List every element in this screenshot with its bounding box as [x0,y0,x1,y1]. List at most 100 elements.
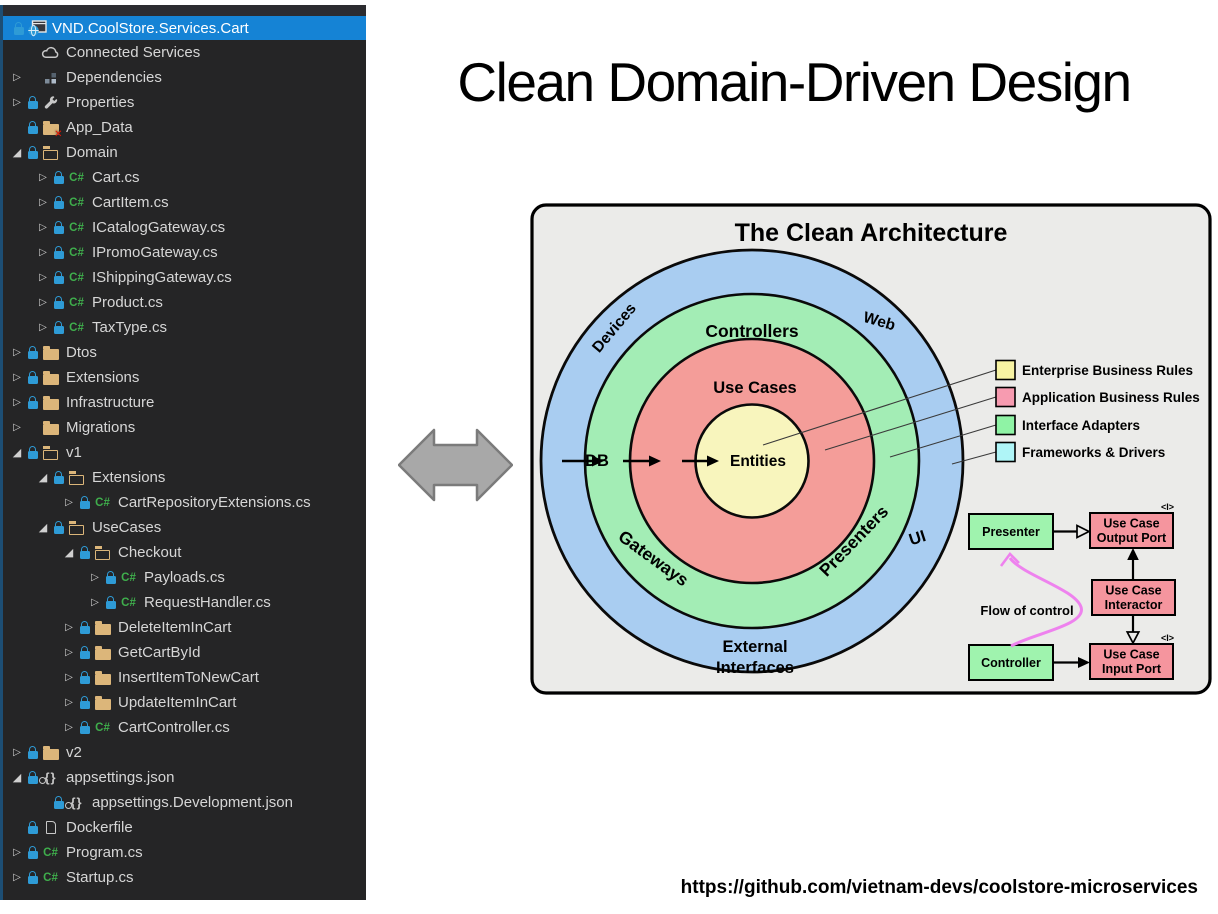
collapse-arrow-icon[interactable]: ◢ [12,446,22,459]
legend-swatch-enterprise [995,359,1016,381]
lock-icon [77,546,92,559]
folder-open-icon [69,520,84,535]
json-file-icon: {} [65,795,83,810]
interface-glyph-input: <I> [1161,633,1174,643]
collapse-arrow-icon[interactable]: ◢ [38,471,48,484]
collapse-arrow-icon[interactable]: ◢ [12,771,22,784]
expand-arrow-icon[interactable]: ▷ [39,247,47,258]
tree-item-label: Extensions [92,469,166,486]
tree-item-ishippinggateway-cs[interactable]: ▷C#IShippingGateway.cs [3,265,366,290]
folder-icon [42,370,59,385]
lock-icon [77,721,92,734]
collapse-arrow-icon[interactable]: ◢ [38,521,48,534]
expand-arrow-icon[interactable]: ▷ [13,747,21,758]
expand-arrow-icon[interactable]: ▷ [65,622,73,633]
tree-item-updateitemincart[interactable]: ▷UpdateItemInCart [3,690,366,715]
lock-icon [25,371,40,384]
tree-item-label: Properties [66,94,135,111]
expand-arrow-icon[interactable]: ▷ [65,497,73,508]
expand-arrow-icon[interactable]: ▷ [39,197,47,208]
tree-item-app-data[interactable]: App_Data [3,115,366,140]
tree-item-extensions[interactable]: ▷Extensions [3,365,366,390]
diagram-title: The Clean Architecture [735,219,1008,247]
dependencies-icon [44,72,56,83]
tree-item-icataloggateway-cs[interactable]: ▷C#ICatalogGateway.cs [3,215,366,240]
tree-item-insertitemtonewcart[interactable]: ▷InsertItemToNewCart [3,665,366,690]
csharp-icon-slot: C# [66,272,87,284]
expand-arrow-icon[interactable]: ▷ [65,647,73,658]
tree-item-label: Connected Services [66,44,201,61]
clean-architecture-diagram: The Clean Architecture Controllers Use C… [530,203,1212,695]
tree-item-cartcontroller-cs[interactable]: ▷C#CartController.cs [3,715,366,740]
tree-item-cart-cs[interactable]: ▷C#Cart.cs [3,165,366,190]
expand-arrow-icon[interactable]: ▷ [65,697,73,708]
legend-label-enterprise: Enterprise Business Rules [1022,363,1193,378]
lock-icon [51,171,66,184]
tree-item-appsettings-development-json[interactable]: {}appsettings.Development.json [3,790,366,815]
expand-arrow-icon[interactable]: ▷ [39,322,47,333]
tree-item-usecases[interactable]: ◢UseCases [3,515,366,540]
folder-icon-slot [40,345,61,360]
expand-arrow-icon[interactable]: ▷ [13,97,21,108]
tree-item-connected-services[interactable]: Connected Services [3,40,366,65]
tree-item-startup-cs[interactable]: ▷C#Startup.cs [3,865,366,890]
legend: Enterprise Business Rules Application Bu… [995,359,1200,463]
expand-arrow-icon[interactable]: ▷ [65,722,73,733]
expand-arrow-icon[interactable]: ▷ [39,297,47,308]
tree-item-vnd-coolstore-services-cart[interactable]: VND.CoolStore.Services.Cart [3,16,366,40]
tree-item-getcartbyid[interactable]: ▷GetCartById [3,640,366,665]
folder-open-icon-slot [66,520,87,535]
expand-arrow-icon[interactable]: ▷ [39,172,47,183]
expand-arrow-icon[interactable]: ▷ [65,672,73,683]
use-case-interactor-box [1091,579,1176,616]
tree-item-checkout[interactable]: ◢Checkout [3,540,366,565]
tree-item-product-cs[interactable]: ▷C#Product.cs [3,290,366,315]
folder-icon-slot [40,370,61,385]
folder-icon [94,620,111,635]
tree-item-domain[interactable]: ◢Domain [3,140,366,165]
expand-arrow-icon[interactable]: ▷ [13,72,21,83]
expand-arrow-icon[interactable]: ▷ [39,222,47,233]
interactor-label-1: Use Case [1105,584,1161,598]
csharp-file-icon: C# [69,271,84,284]
expand-arrow-icon[interactable]: ▷ [91,597,99,608]
expand-arrow-icon[interactable]: ▷ [13,397,21,408]
tree-item-extensions[interactable]: ◢ Extensions [3,465,366,490]
tree-item-program-cs[interactable]: ▷C#Program.cs [3,840,366,865]
csharp-file-icon: C# [69,171,84,184]
tree-item-deleteitemincart[interactable]: ▷DeleteItemInCart [3,615,366,640]
tree-item-taxtype-cs[interactable]: ▷C#TaxType.cs [3,315,366,340]
folder-icon-slot [40,420,61,435]
csharp-file-icon: C# [95,496,110,509]
tree-item-appsettings-json[interactable]: ◢{}appsettings.json [3,765,366,790]
tree-item-ipromogateway-cs[interactable]: ▷C#IPromoGateway.cs [3,240,366,265]
tree-item-cartitem-cs[interactable]: ▷C#CartItem.cs [3,190,366,215]
csharp-file-icon: C# [43,846,58,859]
tree-item-properties[interactable]: ▷ Properties [3,90,366,115]
tree-item-v2[interactable]: ▷v2 [3,740,366,765]
lock-icon [25,146,40,159]
expand-arrow-icon[interactable]: ▷ [91,572,99,583]
expand-arrow-icon[interactable]: ▷ [13,347,21,358]
expand-arrow-icon[interactable]: ▷ [13,422,21,433]
collapse-arrow-icon[interactable]: ◢ [12,146,22,159]
lock-icon [51,471,66,484]
panel-top-edge [3,5,366,16]
expand-arrow-icon[interactable]: ▷ [13,847,21,858]
expand-arrow-icon[interactable]: ▷ [13,872,21,883]
tree-item-v1[interactable]: ◢v1 [3,440,366,465]
ring-label-use-cases: Use Cases [713,379,796,397]
collapse-arrow-icon[interactable]: ◢ [64,546,74,559]
tree-item-dependencies[interactable]: ▷Dependencies [3,65,366,90]
tree-item-cartrepositoryextensions-cs[interactable]: ▷C#CartRepositoryExtensions.cs [3,490,366,515]
json-icon-slot: {} [65,795,87,810]
tree-item-dtos[interactable]: ▷Dtos [3,340,366,365]
tree-item-migrations[interactable]: ▷Migrations [3,415,366,440]
tree-item-requesthandler-cs[interactable]: ▷C#RequestHandler.cs [3,590,366,615]
expand-arrow-icon[interactable]: ▷ [39,272,47,283]
tree-item-dockerfile[interactable]: Dockerfile [3,815,366,840]
tree-item-infrastructure[interactable]: ▷Infrastructure [3,390,366,415]
expand-arrow-icon[interactable]: ▷ [13,372,21,383]
controller-box [968,644,1054,681]
tree-item-payloads-cs[interactable]: ▷C#Payloads.cs [3,565,366,590]
